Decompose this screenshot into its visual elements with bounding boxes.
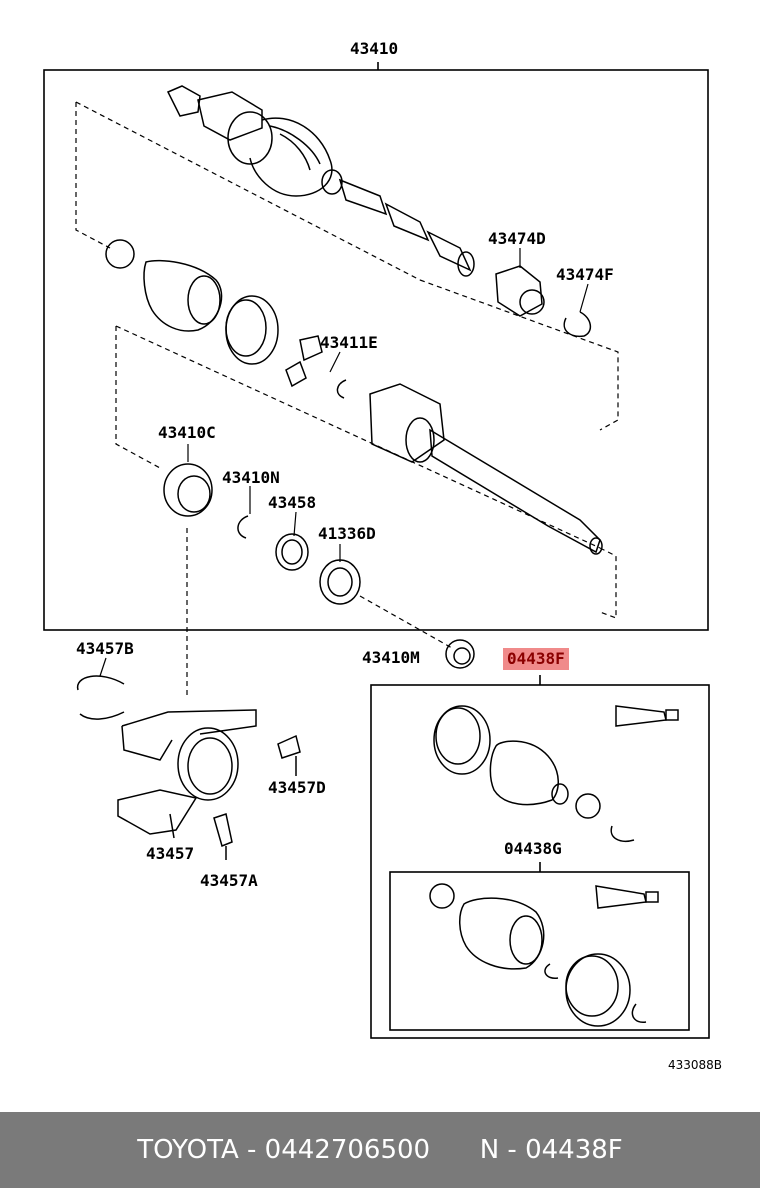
- footer-ref-code: 04438F: [525, 1135, 623, 1165]
- label-04438F-highlighted: 04438F: [503, 648, 569, 670]
- footer-brand: TOYOTA: [137, 1135, 239, 1165]
- label-43458: 43458: [268, 493, 317, 512]
- footer-separator-1: -: [238, 1135, 265, 1165]
- label-43411E: 43411E: [320, 333, 378, 352]
- diagram-drawing: [43, 62, 710, 1039]
- footer-ref-prefix: N: [479, 1135, 500, 1165]
- label-43457B: 43457B: [76, 639, 134, 658]
- label-43457: 43457: [146, 844, 195, 863]
- label-43410M: 43410M: [362, 648, 420, 667]
- assembly-frame: [43, 69, 709, 631]
- footer-separator-2: -: [499, 1135, 526, 1165]
- footer-bar: TOYOTA - 0442706500 N - 04438F: [0, 1112, 760, 1188]
- label-41336D: 41336D: [318, 524, 376, 543]
- label-43410C: 43410C: [158, 423, 216, 442]
- boot-kit-frame: [370, 684, 710, 1039]
- label-assembly-43410: 43410: [350, 39, 399, 58]
- footer-part-number: 0442706500: [264, 1135, 431, 1165]
- label-04438G: 04438G: [504, 839, 562, 858]
- label-43457D: 43457D: [268, 778, 326, 797]
- label-43474F: 43474F: [556, 265, 614, 284]
- label-43457A: 43457A: [200, 871, 258, 890]
- label-43474D: 43474D: [488, 229, 546, 248]
- figure-code: 433088B: [668, 1058, 723, 1072]
- label-43410N: 43410N: [222, 468, 280, 487]
